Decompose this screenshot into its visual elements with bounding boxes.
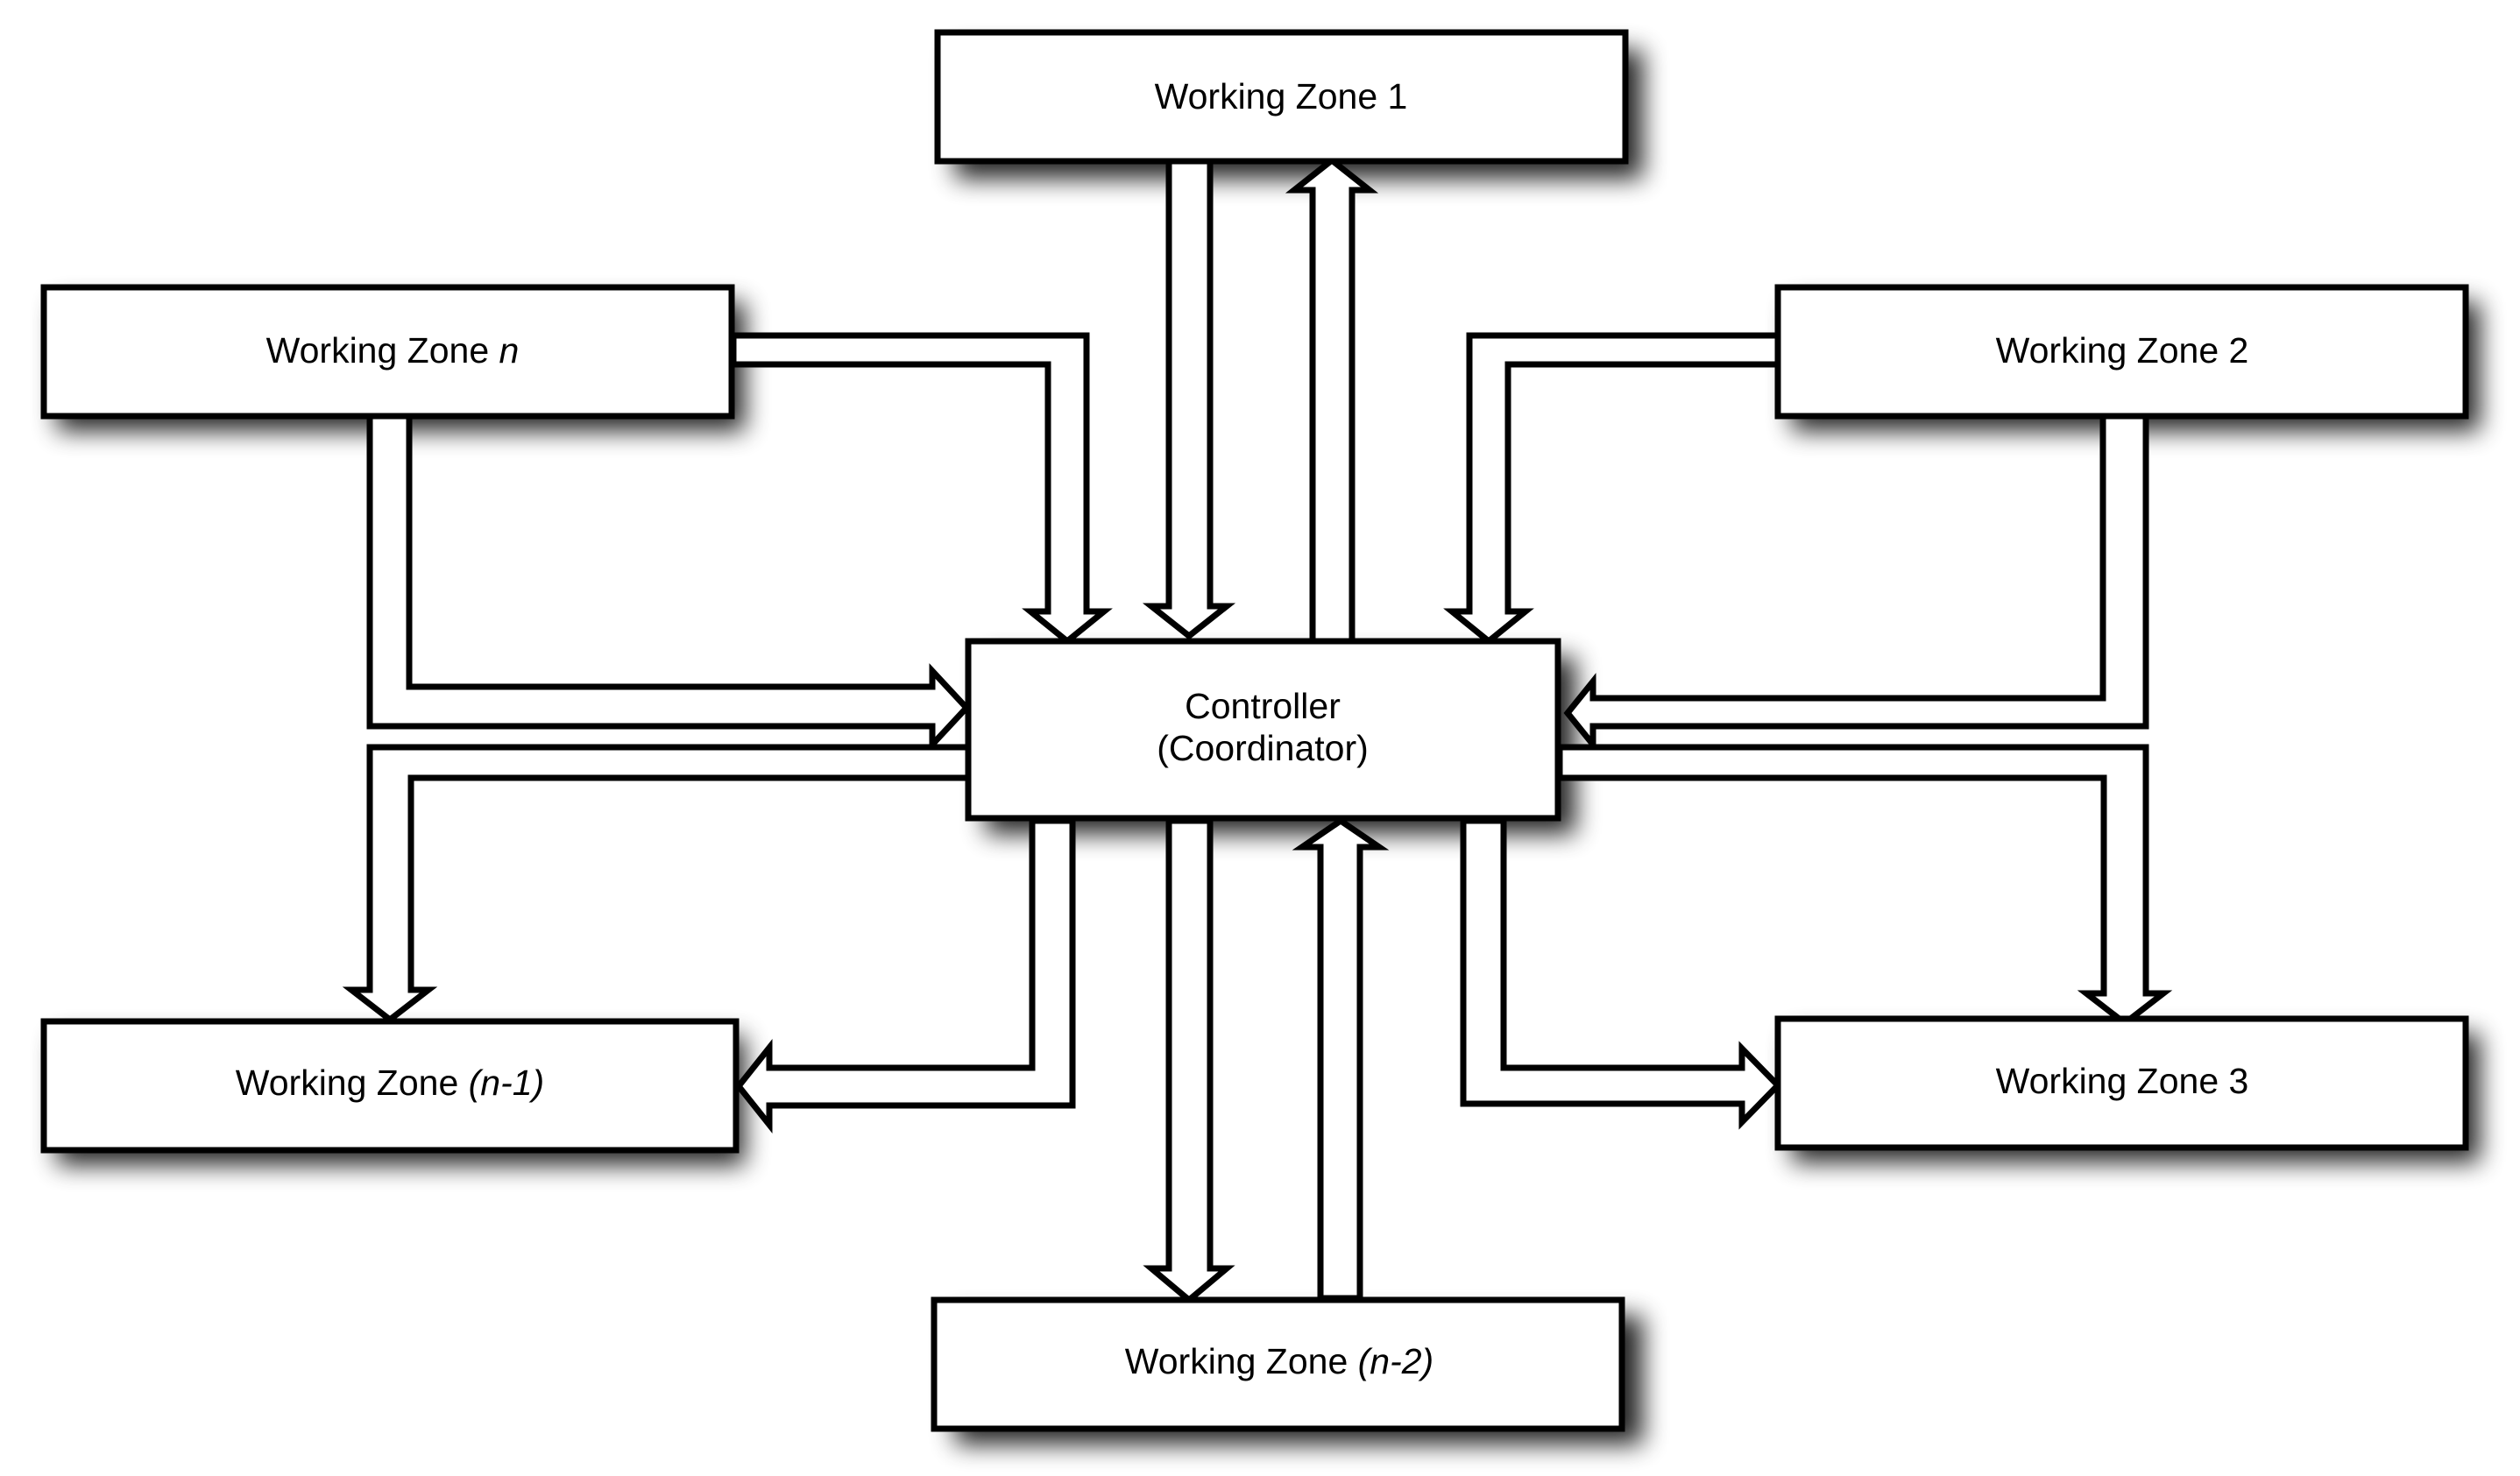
- arrow-zonen-to-controller: [730, 332, 1113, 646]
- zone-3-box: Working Zone 3: [1774, 1015, 2469, 1151]
- arrow-controller-to-zone3-top: [1556, 744, 2173, 1028]
- zone-n-minus-2-label: Working Zone (n-2): [1125, 1341, 1433, 1381]
- controller-box: Controller (Coordinator): [965, 638, 1561, 822]
- zone-n-label: Working Zone n: [266, 330, 520, 371]
- arrow-controller-to-zone-n2: [1143, 817, 1235, 1304]
- arrow-zone-n2-to-controller: [1292, 816, 1390, 1302]
- zone-1-label: Working Zone 1: [1155, 76, 1408, 117]
- zone-n-minus-2-box: Working Zone (n-2): [931, 1296, 1625, 1432]
- arrow-controller-to-zone1: [1285, 156, 1379, 645]
- zone-n-box: Working Zone n: [40, 284, 735, 420]
- zone-1-box: Working Zone 1: [934, 29, 1629, 165]
- arrow-zone2-to-controller-top: [1443, 332, 1781, 646]
- controller-sublabel: (Coordinator): [1157, 728, 1369, 768]
- zone-3-label: Working Zone 3: [1996, 1061, 2249, 1101]
- controller-label: Controller: [1185, 686, 1341, 726]
- arrow-controller-to-zone-n1-left: [342, 744, 972, 1024]
- arrow-zone2-to-controller-side: [1563, 407, 2149, 753]
- zone-2-box: Working Zone 2: [1774, 284, 2469, 420]
- arrow-controller-to-zone3-bottom: [1460, 817, 1782, 1130]
- arrow-zone1-to-controller: [1142, 154, 1236, 640]
- zone-2-label: Working Zone 2: [1996, 330, 2249, 371]
- zone-n-minus-1-box: Working Zone (n-1): [40, 1018, 740, 1154]
- arrow-zonen-down-to-controller: [366, 407, 971, 752]
- arrows: [342, 154, 2173, 1304]
- arrow-controller-to-zone-n1-bottom: [734, 817, 1076, 1134]
- zone-n-minus-1-label: Working Zone (n-1): [236, 1063, 544, 1103]
